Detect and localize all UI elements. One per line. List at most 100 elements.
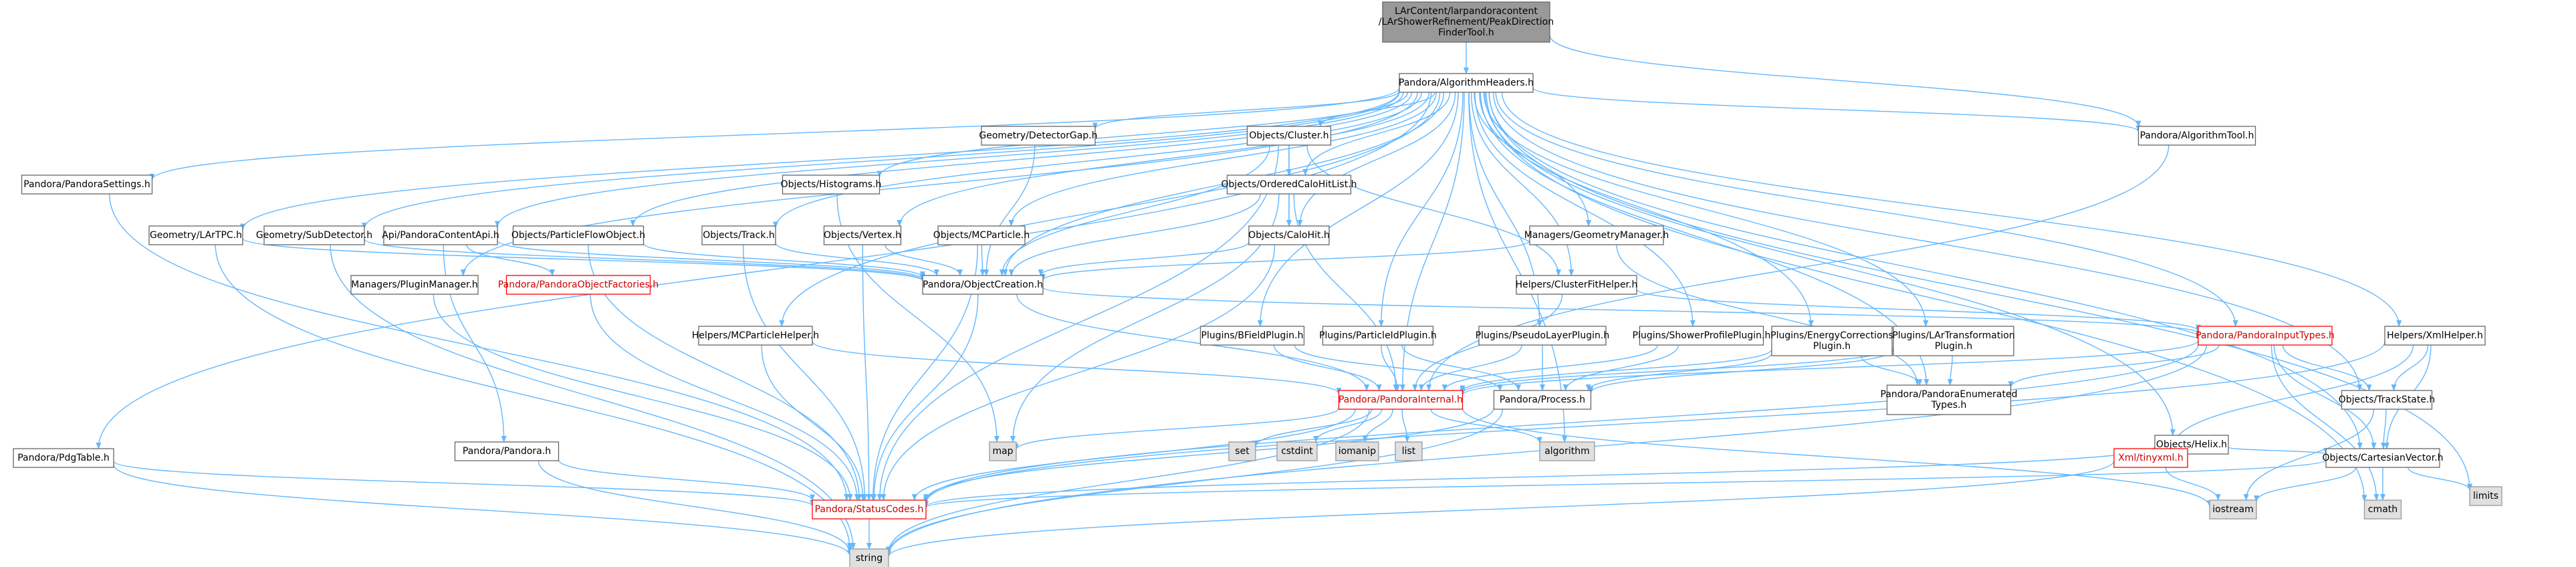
node-box <box>1529 225 1664 245</box>
node-box <box>1246 126 1332 146</box>
node-box <box>1639 326 1764 346</box>
node-tx[interactable]: Xml/tinyxml.h <box>2113 448 2188 468</box>
node-label: Api/PandoraContentApi.h <box>382 230 499 241</box>
node-label: cmath <box>2368 504 2397 515</box>
node-pit[interactable]: Pandora/PandoraInputTypes.h <box>2196 326 2335 346</box>
edge-ah-to-ltpc <box>240 90 1400 231</box>
node-label: Pandora/AlgorithmHeaders.h <box>1399 78 1534 88</box>
edge-bf-to-pr <box>1294 344 1503 391</box>
edge-pdg-to-string <box>113 464 852 557</box>
node-sp[interactable]: Plugins/ShowerProfilePlugin.h <box>1633 326 1771 346</box>
node-sd[interactable]: Geometry/SubDetector.h <box>256 225 372 245</box>
node-gm[interactable]: Managers/GeometryManager.h <box>1524 225 1669 245</box>
node-pa[interactable]: Pandora/Pandora.h <box>454 441 560 461</box>
node-box <box>922 275 1044 295</box>
node-label: Pandora/ObjectCreation.h <box>923 279 1043 290</box>
edge-bf-to-pin <box>1273 344 1382 391</box>
edge-cl-to-sc <box>876 144 1279 501</box>
edge-mch-to-pin <box>812 341 1342 394</box>
node-ah[interactable]: Pandora/AlgorithmHeaders.h <box>1399 73 1534 93</box>
edge-he-to-cv <box>2228 447 2329 455</box>
node-pid[interactable]: Plugins/ParticleIdPlugin.h <box>1319 326 1437 346</box>
node-hi[interactable]: Objects/Histograms.h <box>781 175 882 195</box>
node-ltpc[interactable]: Geometry/LArTPC.h <box>148 225 243 245</box>
node-mch[interactable]: Helpers/MCParticleHelper.h <box>692 326 819 346</box>
edge-ah-to-limits <box>1488 92 2472 491</box>
node-label: Objects/CartesianVector.h <box>2322 453 2443 463</box>
edge-pin-to-list <box>1401 409 1410 443</box>
edge-sp-to-pr <box>1562 344 1679 391</box>
edge-cl-to-oc <box>999 144 1270 276</box>
node-label: Xml/tinyxml.h <box>2118 453 2184 463</box>
node-api[interactable]: Api/PandoraContentApi.h <box>382 225 499 245</box>
edge-ec-to-pin <box>1459 348 1772 392</box>
edge-tx-to-iostream <box>2165 467 2221 501</box>
node-label: Pandora/PandoraSettings.h <box>23 179 150 190</box>
node-box <box>1199 326 1305 346</box>
node-mcp[interactable]: Objects/MCParticle.h <box>933 225 1030 245</box>
edge-ltpc-to-oc <box>242 237 925 282</box>
edge-pfo-to-oc <box>642 243 925 278</box>
node-cfh[interactable]: Helpers/ClusterFitHelper.h <box>1516 275 1638 295</box>
node-bf[interactable]: Plugins/BFieldPlugin.h <box>1199 326 1305 346</box>
node-pm[interactable]: Managers/PluginManager.h <box>350 275 479 295</box>
edge-sd-to-oc <box>364 238 925 281</box>
edge-ah-to-algorithm <box>1468 92 1568 443</box>
node-ts[interactable]: Objects/TrackState.h <box>2339 390 2436 410</box>
edge-ts-to-cv <box>2380 409 2387 449</box>
edge-ah-to-api <box>495 92 1404 228</box>
edge-xh-to-tx <box>2170 344 2414 449</box>
node-ch[interactable]: Objects/CaloHit.h <box>1248 225 1330 245</box>
node-iostream: iostream <box>2209 499 2257 520</box>
edge-cv-to-limits <box>2408 467 2472 491</box>
edge-pl-to-pin <box>1418 344 1522 391</box>
node-at[interactable]: Pandora/AlgorithmTool.h <box>2137 126 2256 146</box>
node-tr[interactable]: Objects/Track.h <box>701 225 776 245</box>
node-sc[interactable]: Pandora/StatusCodes.h <box>812 499 927 520</box>
node-label: Objects/MCParticle.h <box>933 230 1030 241</box>
edge-ps-to-sc <box>109 193 850 501</box>
edge-ah-to-sp <box>1474 92 1695 327</box>
node-label: /LArShowerRefinement/PeakDirection <box>1379 17 1554 27</box>
node-xh[interactable]: Helpers/XmlHelper.h <box>2384 326 2486 346</box>
edge-ah-to-tr <box>773 92 1422 229</box>
node-oc[interactable]: Pandora/ObjectCreation.h <box>922 275 1044 295</box>
edge-ltpc-to-string <box>215 244 852 550</box>
node-cv[interactable]: Objects/CartesianVector.h <box>2322 448 2444 468</box>
edge-ah-to-pit <box>1495 92 2238 327</box>
node-box <box>2384 326 2486 346</box>
node-box <box>2469 486 2502 506</box>
edge-pa-to-sc <box>558 459 815 501</box>
edge-pit-to-cv <box>2273 344 2377 449</box>
edge-pof-to-sc <box>590 294 860 501</box>
node-pof[interactable]: Pandora/PandoraObjectFactories.h <box>498 275 659 295</box>
node-ochl[interactable]: Objects/OrderedCaloHitList.h <box>1221 175 1357 195</box>
node-label: FinderTool.h <box>1438 27 1494 38</box>
node-dg[interactable]: Geometry/DetectorGap.h <box>979 126 1098 146</box>
node-box <box>701 225 776 245</box>
edge-tr-to-sc <box>742 244 868 501</box>
edge-ah-to-pdg <box>96 92 1432 449</box>
node-pdg[interactable]: Pandora/PdgTable.h <box>13 448 114 468</box>
edge-pin-to-iostream <box>1461 408 2212 507</box>
node-pl[interactable]: Plugins/PseudoLayerPlugin.h <box>1476 326 1610 346</box>
edge-pr-to-sc <box>923 407 1495 501</box>
node-pfo[interactable]: Objects/ParticleFlowObject.h <box>511 225 645 245</box>
node-root[interactable]: LArContent/larpandoracontent/LArShowerRe… <box>1379 1 1554 43</box>
node-label: Pandora/AlgorithmTool.h <box>2140 130 2254 141</box>
node-ps[interactable]: Pandora/PandoraSettings.h <box>21 175 153 195</box>
edge-pit-to-pin <box>1459 340 2199 396</box>
node-pr[interactable]: Pandora/Process.h <box>1493 390 1592 410</box>
node-vx[interactable]: Objects/Vertex.h <box>823 225 902 245</box>
node-label: Plugins/LArTransformation <box>1892 330 2014 341</box>
node-pin[interactable]: Pandora/PandoraInternal.h <box>1338 390 1463 410</box>
edge-ah-to-pin <box>1399 92 1465 391</box>
node-box <box>1893 326 2014 356</box>
edge-sd-to-string <box>330 244 856 550</box>
node-label: Managers/GeometryManager.h <box>1524 230 1669 241</box>
node-cl[interactable]: Objects/Cluster.h <box>1246 126 1332 146</box>
node-label: Objects/Cluster.h <box>1249 130 1328 141</box>
